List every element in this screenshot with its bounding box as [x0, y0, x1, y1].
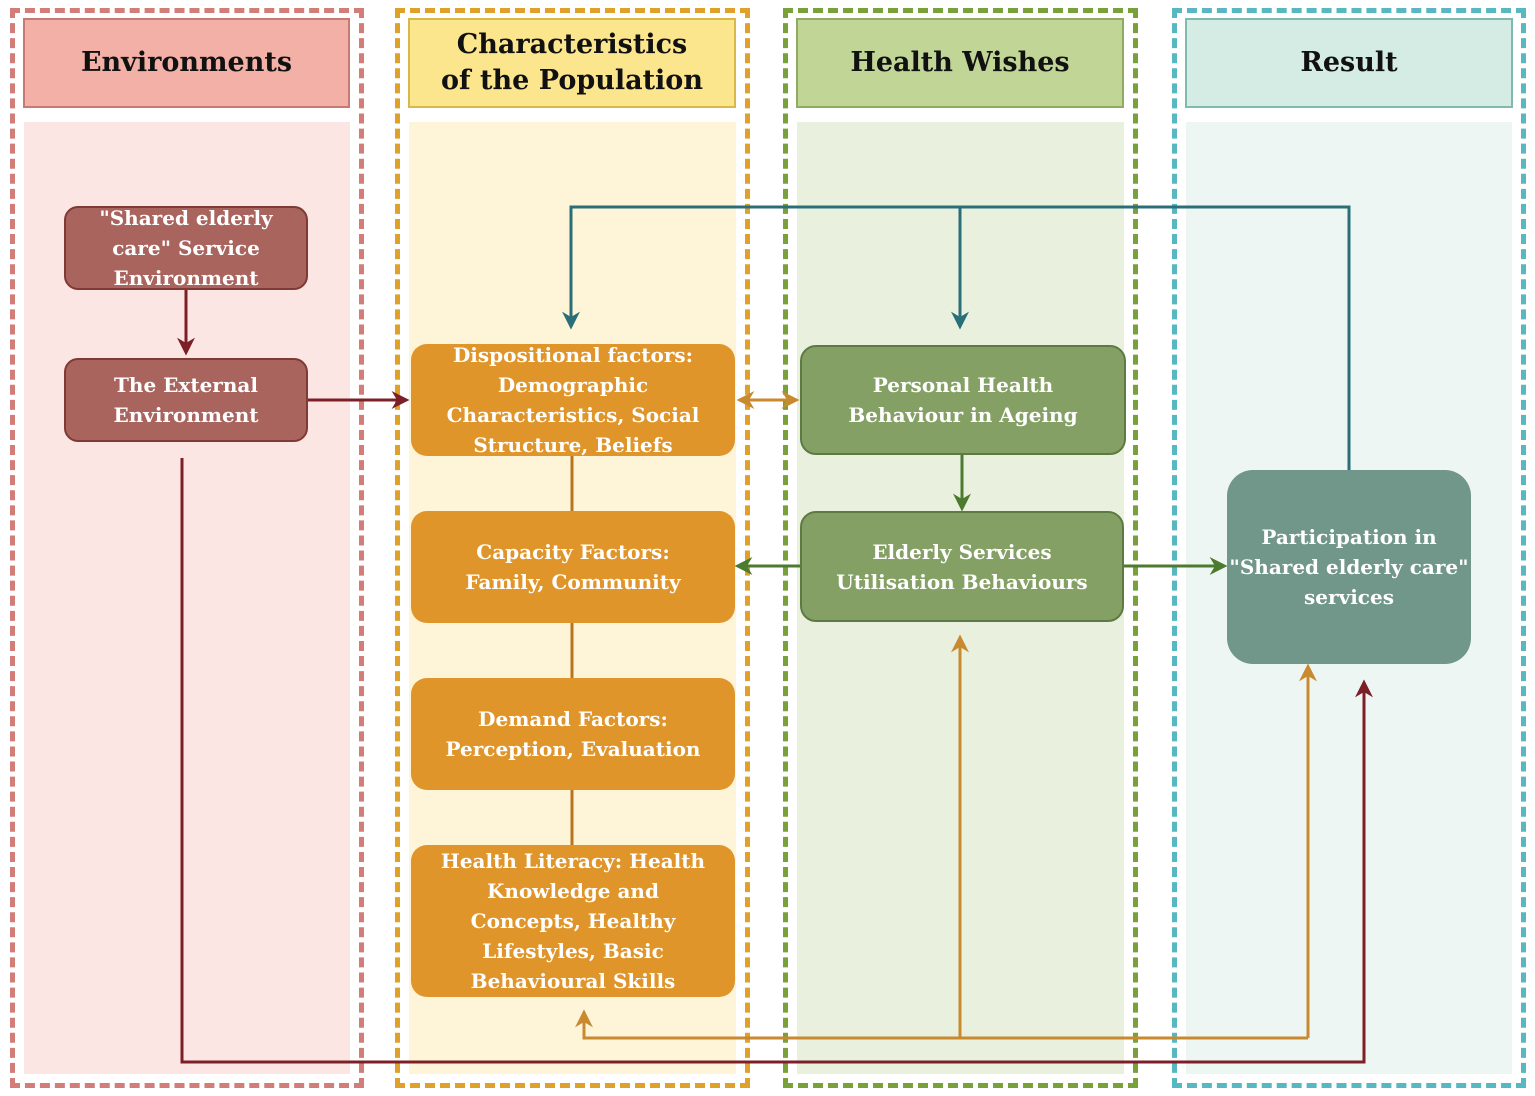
capacity-factors-node: Capacity Factors: Family, Community [411, 511, 735, 623]
health-wishes-header: Health Wishes [796, 18, 1124, 108]
participation-node: Participation in "Shared elderly care" s… [1227, 470, 1471, 664]
arrow-bus-to-health-literacy [575, 1009, 1308, 1040]
dispositional-factors-node: Dispositional factors: Demographic Chara… [411, 343, 735, 457]
shared-service-environment-node: "Shared elderly care" Service Environmen… [64, 206, 308, 290]
characteristics-column-border [395, 8, 750, 1088]
health-literacy-node: Health Literacy: Health Knowledge and Co… [411, 845, 735, 997]
result-column-border [1172, 8, 1526, 1088]
environments-column-border [10, 8, 364, 1088]
services-utilisation-node: Elderly Services Utilisation Behaviours [800, 511, 1124, 622]
environments-header: Environments [23, 18, 350, 108]
characteristics-header: Characteristics of the Population [408, 18, 736, 108]
health-wishes-column-border [783, 8, 1138, 1088]
external-environment-node: The External Environment [64, 358, 308, 442]
demand-factors-node: Demand Factors: Perception, Evaluation [411, 678, 735, 790]
result-header: Result [1185, 18, 1513, 108]
arrow-external-to-participation [180, 458, 1373, 1064]
personal-health-behaviour-node: Personal Health Behaviour in Ageing [800, 345, 1126, 455]
